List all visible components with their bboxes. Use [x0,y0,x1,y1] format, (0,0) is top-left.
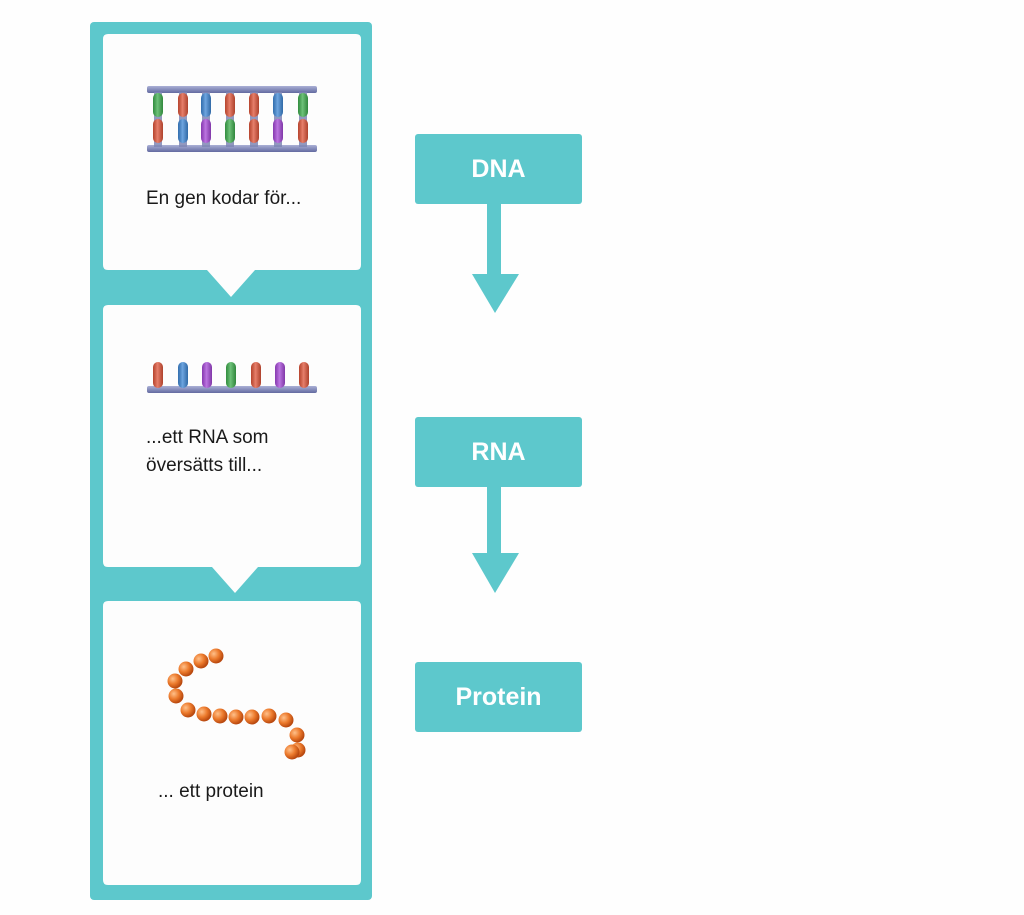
dna-label: DNA [471,154,526,183]
rna-caption: ...ett RNA som översätts till... [146,427,269,476]
protein-label: Protein [455,682,542,711]
dna-label-box: DNA [415,134,582,204]
amino-acid-bead [228,709,244,725]
protein-caption: ... ett protein [158,781,264,802]
rna-single-strand-icon [147,362,317,393]
panel-protein [103,601,361,885]
gene-caption: En gen kodar för... [146,188,302,209]
amino-acid-bead [289,727,305,743]
amino-acid-bead [208,648,224,664]
amino-acid-bead [196,706,212,722]
rna-label-box: RNA [415,417,582,487]
rna-backbone [147,386,317,393]
protein-label-box: Protein [415,662,582,732]
rna-label: RNA [471,437,526,466]
dna-double-strand-icon [147,86,317,152]
arrow-down-icon [472,485,519,593]
amino-acid-bead [193,653,209,669]
amino-acid-bead [168,688,184,704]
arrow-down-icon [472,202,519,313]
amino-acid-bead [180,702,196,718]
amino-acid-bead [278,712,294,728]
amino-acid-bead [244,709,260,725]
protein-chain-icon [167,648,306,760]
amino-acid-bead [178,661,194,677]
panel-gene [103,34,361,297]
amino-acid-bead [167,673,183,689]
amino-acid-bead [212,708,228,724]
panel-rna [103,305,361,593]
dna-backbone-top [147,86,317,93]
amino-acid-bead [284,744,300,760]
amino-acid-bead [261,708,277,724]
